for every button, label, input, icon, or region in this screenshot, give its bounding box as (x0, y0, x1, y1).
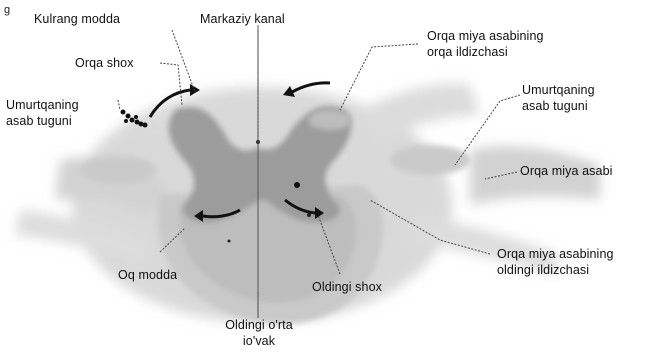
label-orqa-shox: Orqa shox (75, 56, 134, 71)
label-umurtqaning-left-line2: asab tuguni (6, 114, 72, 129)
label-umurtqaning-right-line1: Umurtqaning (522, 83, 595, 98)
figure-marker: g (4, 4, 10, 16)
white-matter-dot (228, 240, 231, 243)
label-oldingi-orta-line1: Oldingi o'rta (184, 318, 334, 333)
label-umurtqaning-left-line1: Umurtqaning (6, 98, 79, 113)
central-canal-dot (256, 140, 260, 144)
label-kulrang-modda: Kulrang modda (34, 12, 120, 27)
label-umurtqaning-right-line2: asab tuguni (522, 99, 588, 114)
label-orqa-ildizcha-line1: Orqa miya asabining (427, 29, 544, 44)
label-oldingi-shox: Oldingi shox (312, 280, 382, 295)
label-oldingi-ildizcha-line2: oldingi ildizchasi (497, 263, 589, 278)
arrow-dorsal-right (292, 83, 330, 92)
ventral-horn-dot (294, 182, 300, 188)
label-markaziy-kanal: Markaziy kanal (200, 12, 285, 27)
label-oldingi-ildizcha-line1: Orqa miya asabining (497, 247, 614, 262)
label-orqa-ildizcha-line2: orqa ildizchasi (427, 45, 508, 60)
label-orqa-miya-asabi: Orqa miya asabi (520, 164, 613, 179)
label-oq-modda: Oq modda (118, 268, 177, 283)
label-oldingi-orta-line2: io'vak (184, 334, 334, 349)
ventral-dot (307, 213, 311, 217)
